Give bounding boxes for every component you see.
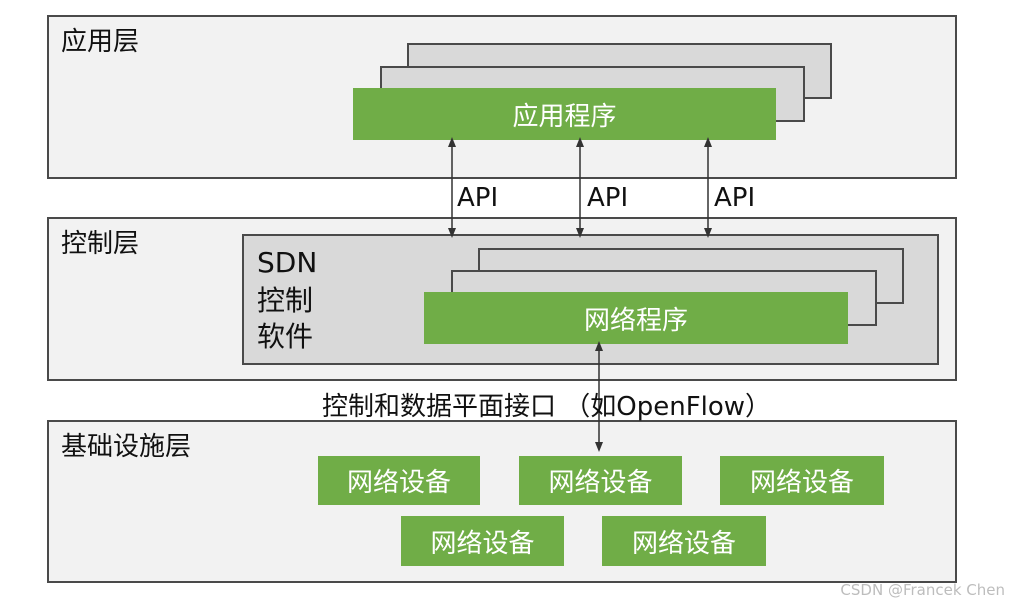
api-label-1: API xyxy=(457,183,499,213)
sdn-label-line-2: 控制 xyxy=(257,284,314,317)
api-label-3: API xyxy=(714,183,756,213)
application-layer-title: 应用层 xyxy=(61,27,140,57)
api-label-2: API xyxy=(587,183,629,213)
network-device: 网络设备 xyxy=(318,456,480,505)
sdn-label-line-3: 软件 xyxy=(257,320,314,353)
network-device: 网络设备 xyxy=(602,516,766,566)
network-device: 网络设备 xyxy=(519,456,682,505)
control-layer-title: 控制层 xyxy=(61,229,140,259)
network-program-box: 网络程序 xyxy=(424,292,848,344)
watermark: CSDN @Francek Chen xyxy=(840,581,1005,599)
southbound-interface-label: 控制和数据平面接口 （如OpenFlow） xyxy=(322,392,772,422)
sdn-label-line-1: SDN xyxy=(257,246,318,279)
network-device: 网络设备 xyxy=(401,516,564,566)
infrastructure-layer-title: 基础设施层 xyxy=(61,432,192,462)
network-device: 网络设备 xyxy=(720,456,884,505)
application-program-box: 应用程序 xyxy=(353,88,776,140)
